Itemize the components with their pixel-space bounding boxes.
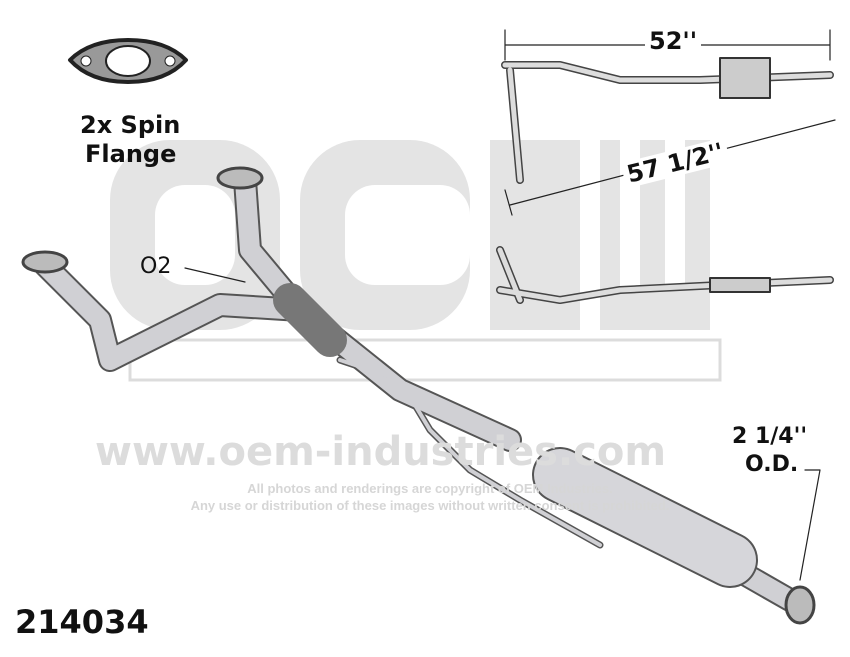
watermark-url: www.oem-industries.com xyxy=(95,429,667,475)
watermark-prohibition: Any use or distribution of these images … xyxy=(190,498,670,513)
length-52-label: 52'' xyxy=(645,28,702,54)
diameter-label: 2 1/4'' xyxy=(732,424,808,449)
part-number: 214034 xyxy=(15,603,149,641)
o2-sensor-label: O2 xyxy=(140,254,172,279)
watermark-copyright: All photos and renderings are copyright … xyxy=(247,481,613,496)
flange-label: 2x Spin xyxy=(80,111,181,139)
flange-label-2: Flange xyxy=(85,140,177,168)
diameter-label-2: O.D. xyxy=(745,452,799,477)
